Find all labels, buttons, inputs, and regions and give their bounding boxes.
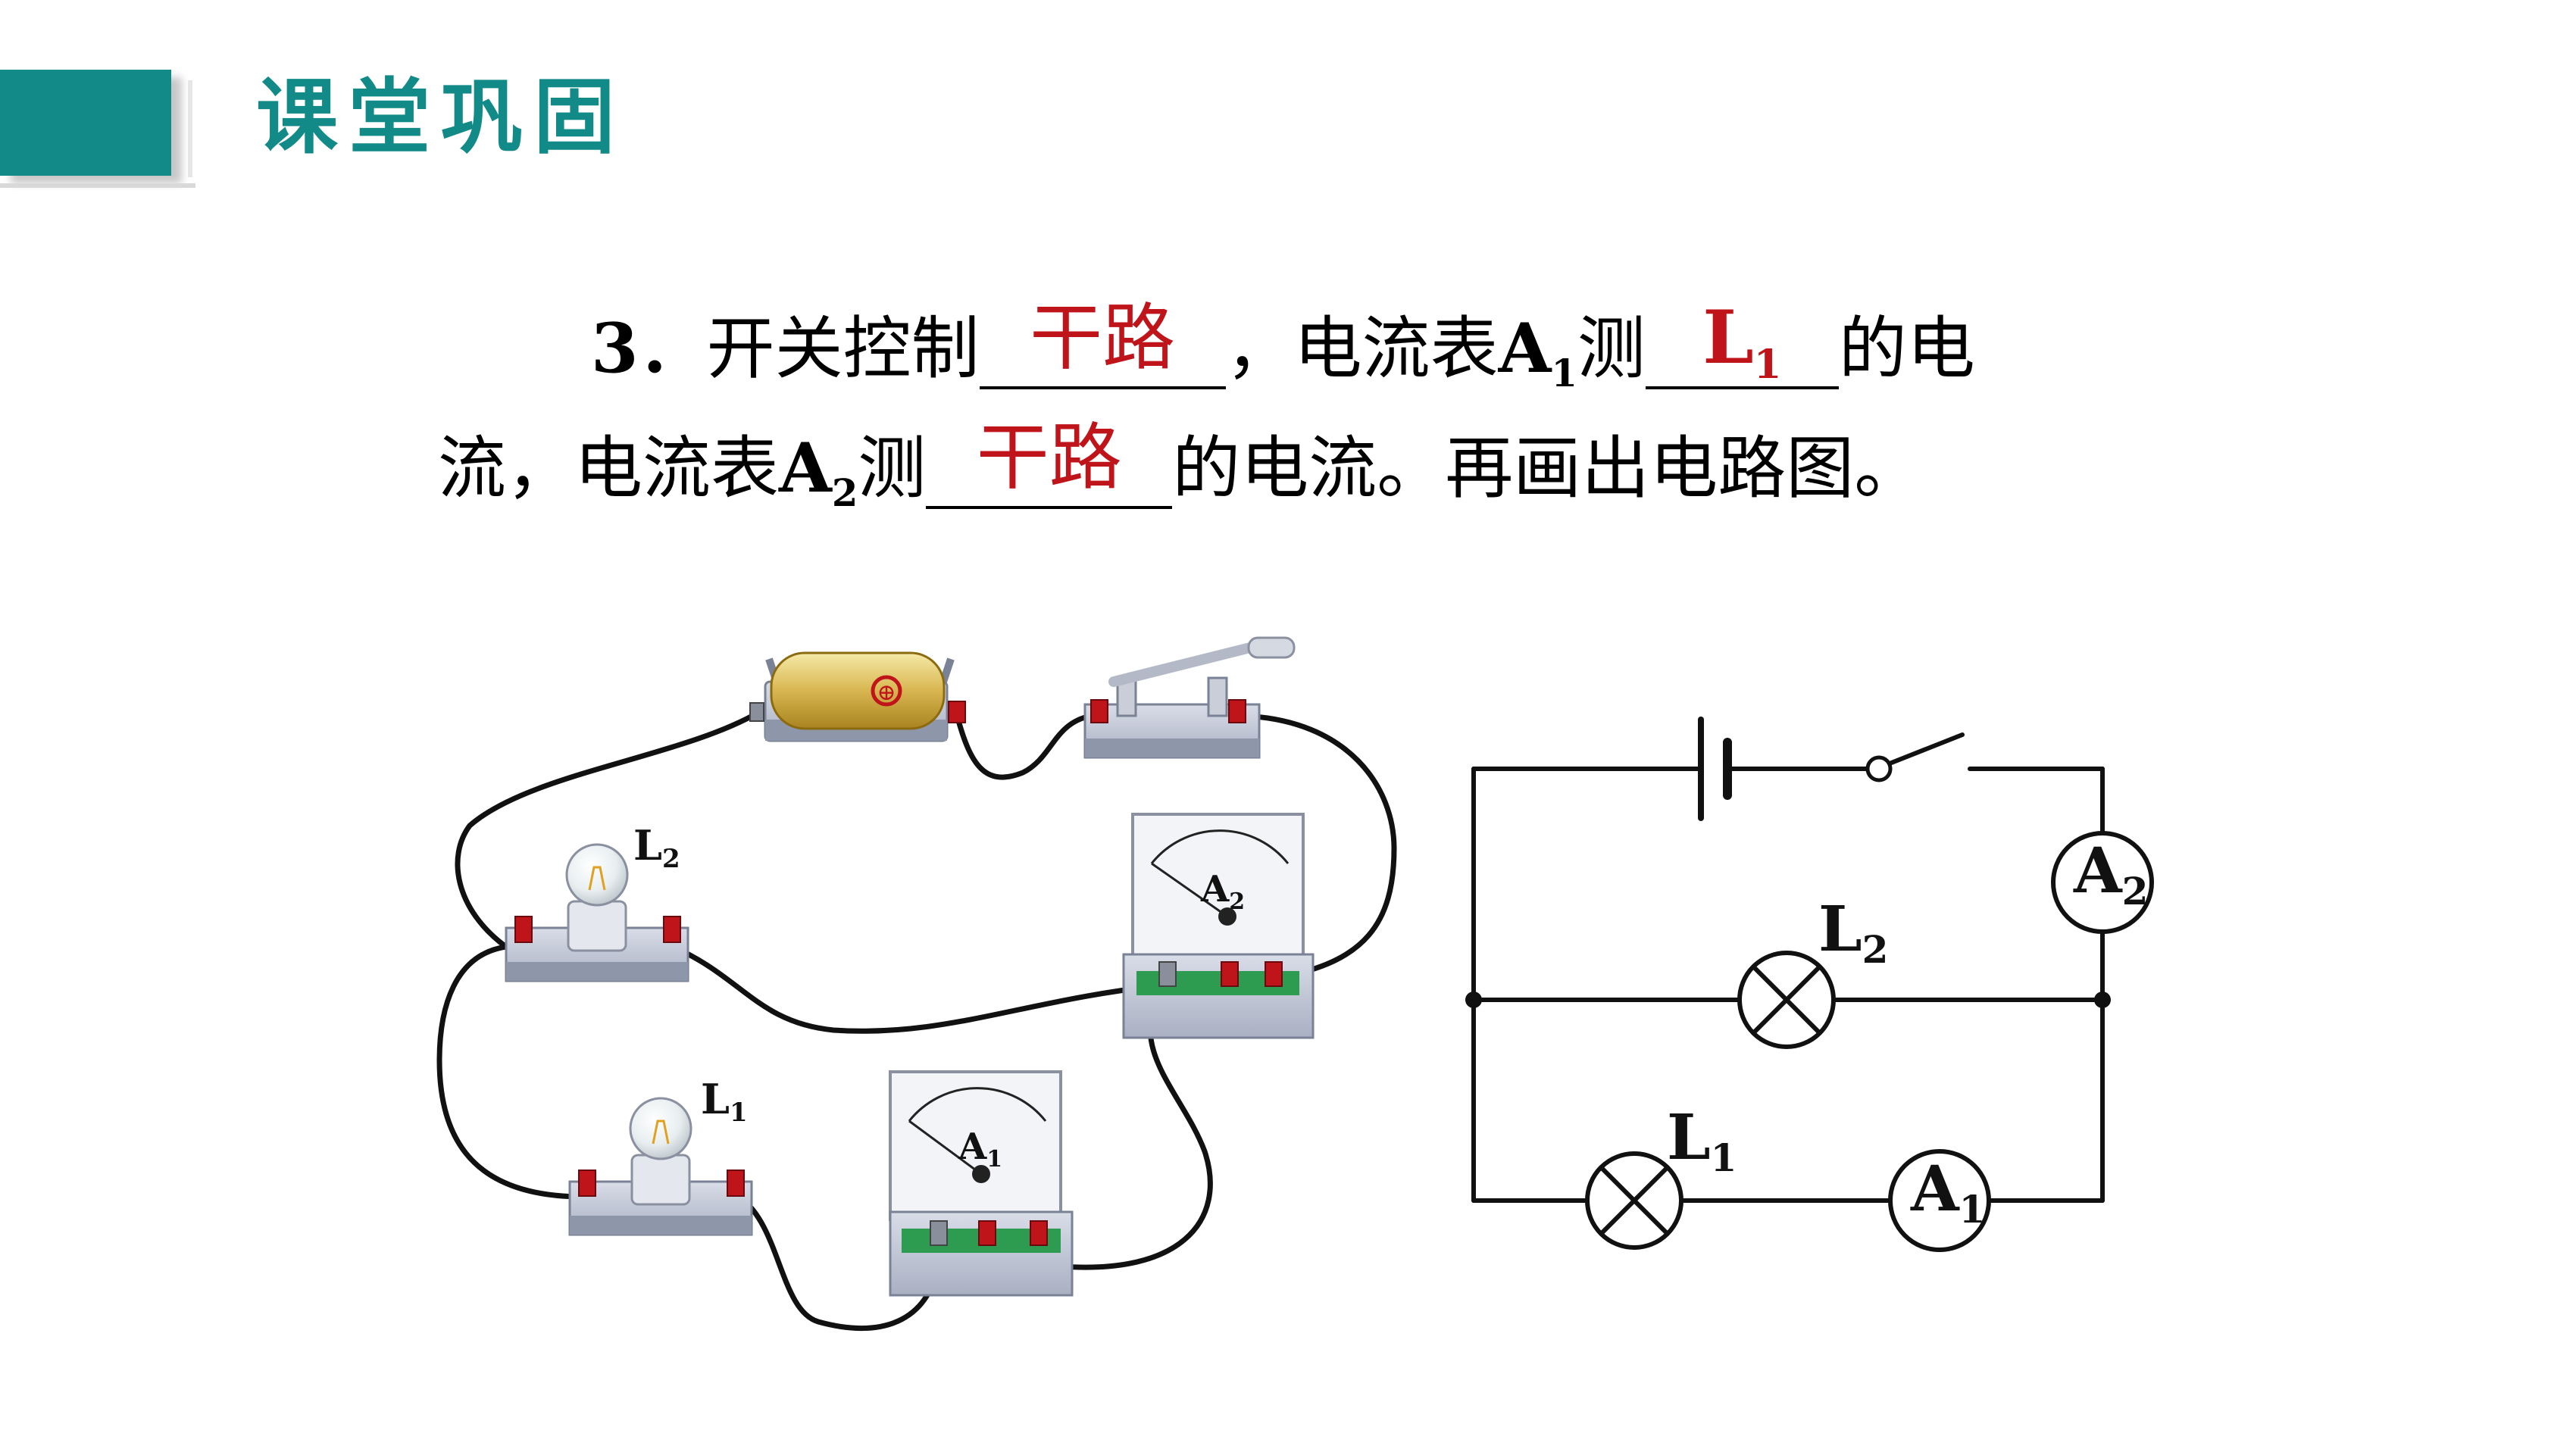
schematic-ammeter-a2-label: A2 <box>2073 835 2148 913</box>
question-text: 测 <box>858 429 927 508</box>
battery: ⊕ <box>749 651 966 742</box>
battery-symbol: ⊕ <box>877 679 896 706</box>
schematic-ammeter-a1: A1 <box>1888 1149 1991 1252</box>
page-title: 课堂巩固 <box>256 70 627 165</box>
question-text: 的电 <box>1838 309 1975 389</box>
answer-1: 干路 <box>1030 295 1176 380</box>
ammeter-a2: A2 <box>1122 813 1315 1039</box>
question-number: 3． <box>591 308 707 389</box>
schematic-lamp-l1-label: L1 <box>1667 1101 1737 1180</box>
answer-blank-3[interactable]: 干路 <box>926 415 1173 509</box>
ammeter-ref-sub: 1 <box>1551 351 1577 395</box>
ammeter-ref: A <box>779 428 832 508</box>
ammeter-ref: A <box>1498 308 1552 389</box>
junction-dots <box>1465 992 2111 1008</box>
question-text: ，电流表 <box>1225 309 1499 389</box>
question-text: 开关控制 <box>706 309 980 389</box>
ammeter-a2-label: A2 <box>1200 868 1245 915</box>
answer-2: L1 <box>1702 295 1782 389</box>
question-text: 的电流。再画出电路图。 <box>1172 429 1923 508</box>
battery-positive-icon <box>871 675 902 707</box>
answer-blank-1[interactable]: 干路 <box>979 295 1226 389</box>
ammeter-a1: A1 <box>889 1070 1074 1297</box>
switch-blade <box>1887 732 1965 766</box>
circuit-schematic <box>1471 717 2105 1203</box>
ammeter-a1-label: A1 <box>958 1126 1002 1173</box>
answer-3: 干路 <box>976 415 1122 500</box>
bulb-l2-label: L2 <box>633 821 680 874</box>
schematic-lamp-l2-label: L2 <box>1818 893 1888 972</box>
ammeter-ref-sub: 2 <box>831 471 858 515</box>
schematic-ammeter-a2: A2 <box>2051 831 2154 934</box>
bulb-l1: L1 <box>568 1075 753 1236</box>
bulb-l1-label: L1 <box>701 1075 748 1128</box>
header-bar <box>0 70 195 188</box>
schematic-lamp-l2: L2 <box>1737 893 1888 1049</box>
schematic-ammeter-a1-label: A1 <box>1910 1153 1985 1232</box>
schematic-lamp-l1: L1 <box>1585 1101 1737 1250</box>
answer-blank-2[interactable]: L1 <box>1645 295 1839 389</box>
header-divider <box>188 80 192 177</box>
question-text: 测 <box>1577 309 1646 389</box>
question-line-1: 3．开关控制干路 ，电流表A1测 L1 的电 <box>591 295 1975 419</box>
question-text: 流，电流表 <box>438 429 779 508</box>
switch-pivot <box>1865 755 1893 782</box>
bulb-l2: L2 <box>505 821 689 982</box>
switch <box>1083 636 1296 759</box>
question-line-2: 流，电流表A2测干路的电流。再画出电路图。 <box>438 415 1923 539</box>
physical-wires <box>436 709 1397 1332</box>
